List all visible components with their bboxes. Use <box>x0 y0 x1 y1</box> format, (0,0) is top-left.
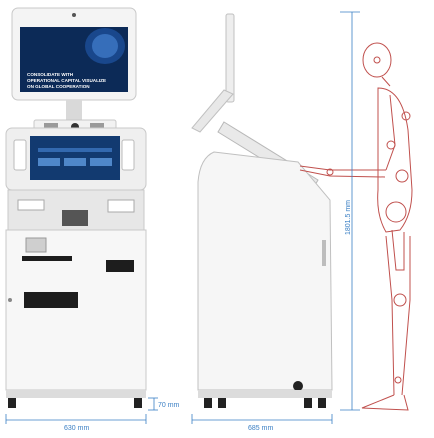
front-width-label: 630 mm <box>64 425 89 432</box>
screen-text-line-3: ON GLOBAL COOPERATION <box>27 84 90 89</box>
receipt-slot <box>24 292 78 308</box>
side-monitor <box>225 13 235 103</box>
base-height-label: 70 mm <box>158 402 180 409</box>
side-body <box>197 151 333 391</box>
dimension-lines <box>5 11 360 424</box>
human-mannequin-figure <box>299 42 413 411</box>
front-right-wheel <box>134 398 142 408</box>
card-reader <box>62 210 88 226</box>
side-view-kiosk <box>191 13 333 408</box>
side-depth-label: 685 mm <box>248 425 273 432</box>
front-cabinet <box>5 229 147 391</box>
screen-text-line-2: OPERATIONAL CAPITAL VISUALIZE <box>27 78 106 83</box>
total-height-label: 1801.5 mm <box>345 200 352 235</box>
side-monitor-arm <box>191 89 234 133</box>
screen-text-line-1: CONSOLIDATE WITH <box>27 72 74 77</box>
monitor-pole <box>66 100 82 122</box>
side-caster <box>293 381 303 391</box>
top-monitor: CONSOLIDATE WITH OPERATIONAL CAPITAL VIS… <box>11 7 137 101</box>
front-view-kiosk: CONSOLIDATE WITH OPERATIONAL CAPITAL VIS… <box>5 7 147 408</box>
front-left-wheel <box>8 398 16 408</box>
